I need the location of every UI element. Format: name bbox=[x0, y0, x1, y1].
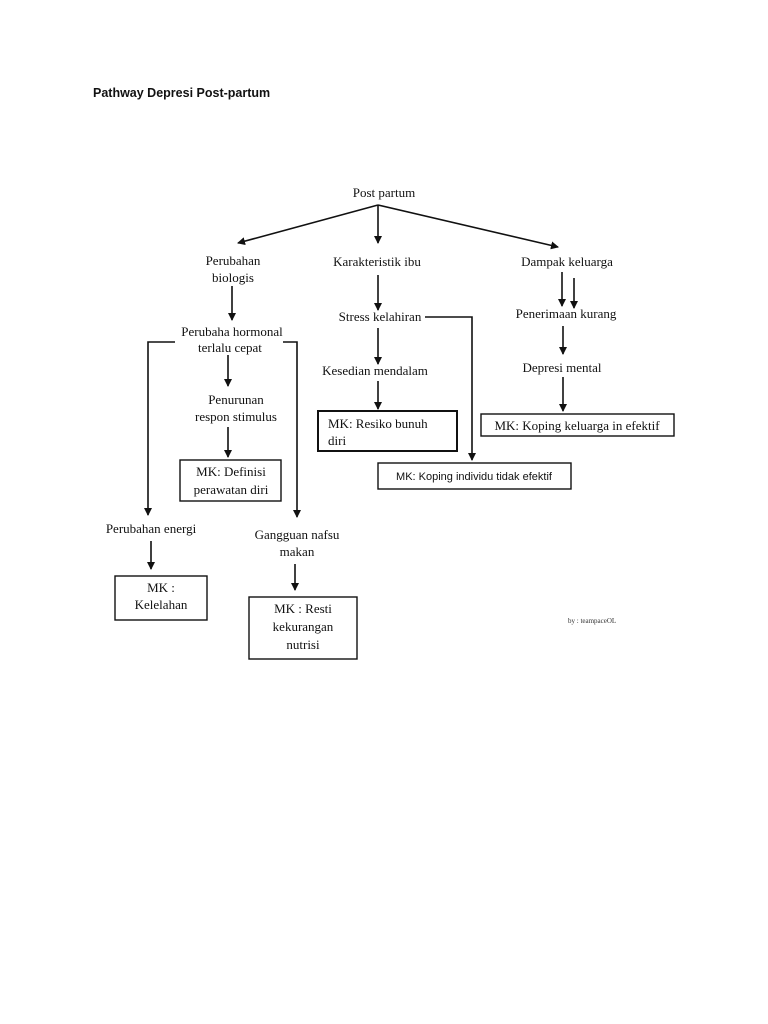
node-perubahan-biologis-line2: biologis bbox=[212, 270, 254, 285]
arrow-stress-to-koping-individu bbox=[425, 316, 476, 461]
box-definisi-perawatan bbox=[179, 459, 282, 502]
dx-koping-keluarga: MK: Koping keluarga in efektif bbox=[494, 418, 660, 433]
node-stress-kelahiran: Stress kelahiran bbox=[339, 309, 422, 324]
node-gangguan-line2: makan bbox=[280, 544, 315, 559]
node-penerimaan-kurang: Penerimaan kurang bbox=[516, 306, 617, 321]
node-karakteristik-ibu: Karakteristik ibu bbox=[333, 254, 421, 269]
node-dampak-keluarga: Dampak keluarga bbox=[521, 254, 613, 269]
dx-resti-line2: kekurangan bbox=[273, 619, 334, 634]
dx-resti-line1: MK : Resti bbox=[274, 601, 332, 616]
arrow-hormonal-to-gangguan bbox=[283, 341, 301, 518]
arrow-root-to-dampak bbox=[377, 204, 559, 250]
dx-definisi-line1: MK: Definisi bbox=[196, 464, 266, 479]
node-hormonal-line2: terlalu cepat bbox=[198, 340, 262, 355]
box-resiko-bunuh-diri bbox=[317, 410, 458, 452]
box-koping-keluarga bbox=[480, 413, 675, 437]
node-penurunan-line1: Penurunan bbox=[208, 392, 264, 407]
connectors bbox=[144, 204, 578, 591]
credit-text: by : teampaceOL bbox=[568, 617, 616, 625]
dx-kelelahan-line2: Kelelahan bbox=[135, 597, 188, 612]
box-koping-individu bbox=[377, 462, 572, 490]
dx-koping-individu: MK: Koping individu tidak efektif bbox=[396, 471, 553, 483]
node-post-partum: Post partum bbox=[353, 185, 415, 200]
dx-resiko-line1: MK: Resiko bunuh bbox=[328, 416, 428, 431]
node-penurunan-line2: respon stimulus bbox=[195, 409, 277, 424]
dx-resti-line3: nutrisi bbox=[286, 637, 320, 652]
node-hormonal-line1: Perubaha hormonal bbox=[181, 324, 283, 339]
dx-definisi-line2: perawatan diri bbox=[194, 482, 269, 497]
page-title: Pathway Depresi Post-partum bbox=[93, 86, 271, 100]
node-kesedian-mendalam: Kesedian mendalam bbox=[322, 363, 428, 378]
node-depresi-mental: Depresi mental bbox=[522, 360, 601, 375]
arrow-root-to-biologis bbox=[237, 204, 379, 246]
node-perubahan-energi: Perubahan energi bbox=[106, 521, 197, 536]
node-perubahan-biologis-line1: Perubahan bbox=[206, 253, 261, 268]
box-resti-nutrisi bbox=[248, 596, 358, 660]
box-kelelahan bbox=[114, 575, 208, 621]
arrow-hormonal-to-energi bbox=[144, 341, 175, 516]
dx-resiko-line2: diri bbox=[328, 433, 346, 448]
dx-kelelahan-line1: MK : bbox=[147, 580, 175, 595]
node-gangguan-line1: Gangguan nafsu bbox=[255, 527, 340, 542]
